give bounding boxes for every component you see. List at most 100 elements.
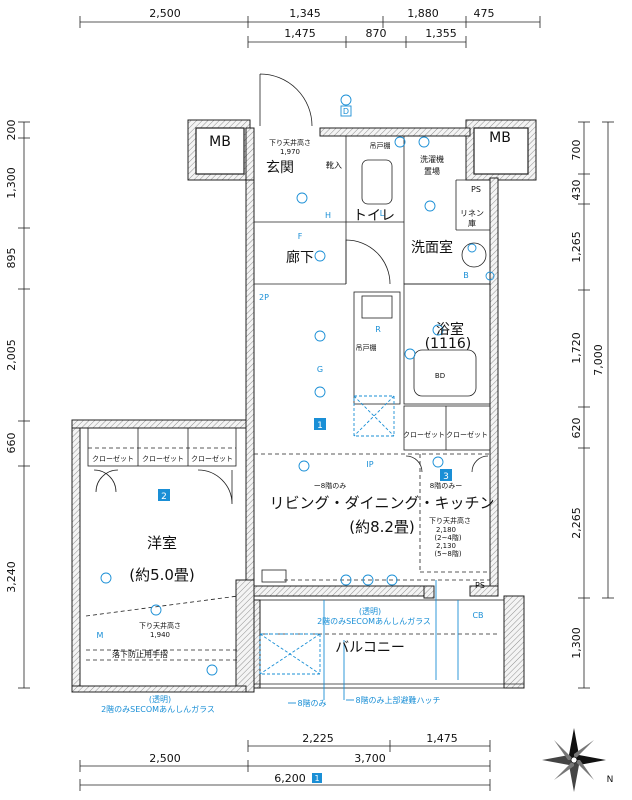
note-rakka: 落下防止用手摺 [112, 649, 168, 659]
label-closet-bath-1: クローゼット [403, 430, 445, 439]
dim-right-2: 430 [570, 180, 583, 201]
label-closet-bed-3: クローゼット [191, 454, 233, 463]
note-ceiling-yoshitsu-value: 1,940 [150, 631, 170, 639]
marker-h: H [325, 211, 331, 220]
note-secom-left-transparent: (透明) [149, 695, 171, 704]
room-labels: MB MB 玄関 靴入 トイレ 吊戸棚 洗濯機 置場 PS リネン 庫 洗面室 … [92, 130, 511, 656]
dim-right-3: 1,265 [570, 231, 583, 263]
dim-left-6: 3,240 [5, 561, 18, 593]
label-closet-bed-2: クローゼット [142, 454, 184, 463]
note-ceiling-genkan-value: 1,970 [280, 148, 300, 156]
label-ldk-size: (約8.2畳) [349, 518, 415, 536]
dim-right-total: 7,000 [592, 344, 605, 376]
marker-m: M [97, 631, 104, 640]
note-ceiling-ldk-v2: 2,130 [436, 542, 456, 550]
dim-top-2: 1,345 [289, 7, 321, 20]
marker-1: 1 [317, 421, 323, 431]
label-roka: 廊下 [286, 249, 314, 266]
label-closet-bath-2: クローゼット [446, 430, 488, 439]
dim-right-5: 620 [570, 418, 583, 439]
label-ps-top: PS [471, 185, 481, 194]
marker-3: 3 [443, 472, 449, 482]
dim-bottom-1: 2,225 [302, 732, 334, 745]
note-ceiling-ldk-v1-note: (2~4階) [434, 533, 462, 542]
label-ko: 庫 [468, 218, 476, 228]
dim-left-5: 660 [5, 433, 18, 454]
label-okiba: 置場 [424, 166, 440, 176]
label-todana-kitchen: 吊戸棚 [356, 343, 377, 352]
dim-right-4: 1,720 [570, 332, 583, 364]
compass-north-label: N [607, 775, 614, 785]
label-ldk: リビング・ダイニング・キッチン [269, 494, 494, 512]
dim-left-4: 2,005 [5, 339, 18, 371]
marker-l: L [380, 209, 385, 218]
label-senmen: 洗面室 [411, 239, 453, 256]
marker-cb: CB [472, 611, 483, 620]
compass-icon: N [542, 728, 613, 792]
section-markers: 1 2 3 D G BD F H M IP B R 2P L CB [97, 105, 484, 640]
dim-top-3: 1,880 [407, 7, 439, 20]
dim-top-5: 1,475 [284, 27, 316, 40]
dim-top-4: 475 [474, 7, 495, 20]
label-sentakuki: 洗濯機 [420, 154, 444, 164]
marker-f: F [298, 232, 303, 241]
label-toire: トイレ [353, 208, 395, 224]
bottom-dimensions: 2,225 1,475 2,500 3,700 6,200 1 [79, 732, 491, 791]
marker-bd: BD [435, 372, 445, 380]
label-kutsuire: 靴入 [326, 160, 342, 170]
label-balcony: バルコニー [335, 640, 405, 656]
label-yoshitsu: 洋室 [147, 534, 177, 552]
dim-left-2: 1,300 [5, 167, 18, 199]
walls [71, 119, 537, 693]
dim-bottom-total: 6,200 [274, 772, 306, 785]
label-mb-left: MB [209, 134, 231, 150]
note-ceiling-genkan-label: 下り天井高さ [269, 138, 311, 147]
dim-bottom-2: 1,475 [426, 732, 458, 745]
label-todana-toilet: 吊戸棚 [370, 141, 391, 150]
top-dimensions: 2,500 1,345 1,880 475 1,475 870 1,355 [79, 7, 541, 48]
label-ps-bottom: PS [475, 581, 485, 590]
dim-right-6: 2,265 [570, 507, 583, 539]
interior-walls [85, 73, 491, 661]
marker-2p: 2P [259, 293, 269, 302]
note-secom-top-transparent: (透明) [359, 607, 381, 616]
note-secom-top: 2階のみSECOMあんしんガラス [317, 616, 431, 626]
marker-b: B [463, 271, 469, 280]
left-dimensions: 200 1,300 895 2,005 660 3,240 [5, 120, 30, 689]
label-rinen: リネン [460, 209, 484, 218]
label-yokushitsu-size: (1116) [425, 336, 472, 352]
note-secom-left: 2階のみSECOMあんしんガラス [101, 704, 215, 714]
note-ceiling-yoshitsu-label: 下り天井高さ [139, 621, 181, 630]
label-genkan: 玄関 [266, 159, 294, 176]
label-yoshitsu-size: (約5.0畳) [129, 566, 195, 584]
marker-r: R [375, 325, 381, 334]
marker-d: D [343, 107, 349, 116]
dim-right-7: 1,300 [570, 627, 583, 659]
note-ceiling-ldk-v2-note: (5~8階) [434, 549, 462, 558]
label-closet-bed-1: クローゼット [92, 454, 134, 463]
dim-left-1: 200 [5, 120, 18, 141]
marker-g: G [317, 365, 323, 374]
note-floor8-left: ー8階のみ [314, 481, 346, 490]
note-bottom-floor8: 8階のみ [297, 698, 326, 708]
note-floor8-right: 8階のみー [430, 481, 462, 490]
dim-top-6: 870 [366, 27, 387, 40]
dim-top-1: 2,500 [149, 7, 181, 20]
marker-ip: IP [366, 460, 373, 469]
right-dimensions: 700 430 1,265 1,720 620 2,265 1,300 7,00… [570, 121, 614, 689]
dim-bottom-4: 3,700 [354, 752, 386, 765]
dim-left-3: 895 [5, 248, 18, 269]
note-ceiling-ldk-v1: 2,180 [436, 526, 456, 534]
blue-annotations [100, 94, 495, 700]
note-bottom-hatch: 8階のみ上部避難ハッチ [355, 695, 440, 705]
marker-2: 2 [161, 492, 167, 502]
marker-1-bottom: 1 [314, 774, 319, 783]
note-ceiling-ldk-label: 下り天井高さ [429, 516, 471, 525]
notes: 下り天井高さ 1,970 下り天井高さ 2,180 (2~4階) 2,130 (… [101, 138, 471, 714]
dim-bottom-3: 2,500 [149, 752, 181, 765]
label-mb-right: MB [489, 130, 511, 146]
label-yokushitsu: 浴室 [436, 321, 464, 338]
dim-right-1: 700 [570, 140, 583, 161]
dim-top-7: 1,355 [425, 27, 457, 40]
